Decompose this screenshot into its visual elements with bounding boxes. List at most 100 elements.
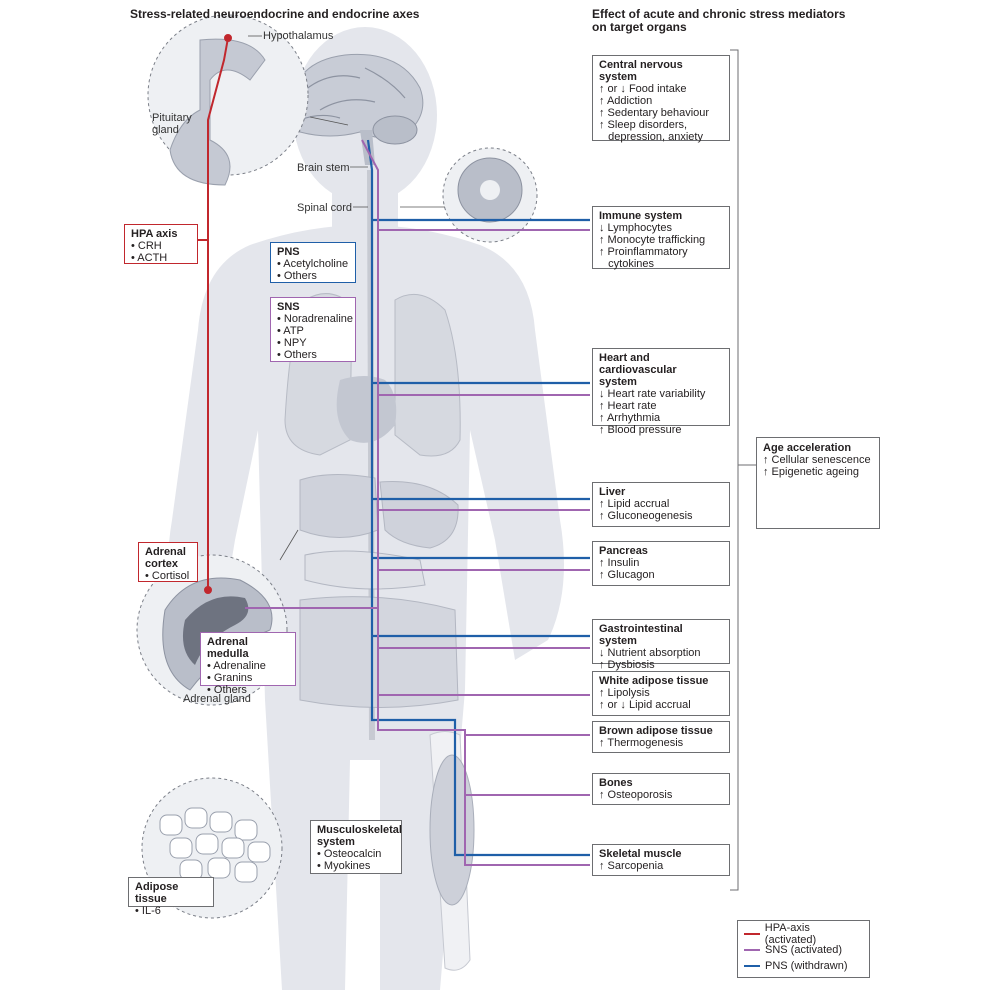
legend-item-sns: SNS (activated) [744,942,863,958]
sns-box: SNS • Noradrenaline • ATP • NPY • Others [270,297,356,362]
hpa-axis-title: HPA axis [131,228,178,240]
heart-title: system [599,376,637,388]
cns-effect: ↑ Addiction [599,95,653,107]
adrenal-cortex-item: • Cortisol [145,570,190,582]
gastrointestinal-box: Gastrointestinal system ↓ Nutrient absor… [592,619,730,671]
legend-swatch-hpa [744,933,760,935]
pns-box: PNS • Acetylcholine • Others [270,242,356,283]
heart-shape [336,376,397,443]
pns-item: • Acetylcholine [277,258,349,270]
hpa-pathway [198,34,232,594]
legend-label-hpa: HPA-axis (activated) [764,922,817,946]
left-panel-heading: Stress-related neuroendocrine and endocr… [130,7,420,21]
sns-pathway [245,139,590,866]
pns-title: PNS [277,246,300,258]
adrenal-cortex-title: Adrenal [145,546,186,558]
liver-title: Liver [599,486,626,498]
pituitary-label-line1: Pituitary [152,112,192,124]
spinal-cord-label: Spinal cord [297,202,353,214]
adrenal-gland-label: Adrenal gland [183,693,251,705]
liver-effect: ↑ Gluconeogenesis [599,510,693,522]
legend-label-sns: SNS (activated) [765,944,843,956]
heart-effect: ↑ Heart rate [599,400,657,412]
pns-item: • Others [277,270,317,282]
adrenal-medulla-item: • Others [207,684,247,696]
immune-box: Immune system ↓ Lymphocytes ↑ Monocyte t… [592,206,730,270]
adrenal-medulla-item: • Granins [207,672,253,684]
hypothalamus-magnifier [147,14,309,186]
pancreas-effect: ↑ Insulin [599,557,640,569]
sns-item: • Noradrenaline [277,313,354,325]
musculoskeletal-item: • Osteocalcin [317,848,382,860]
adrenal-cortex-title: cortex [145,558,179,570]
age-acceleration-effect: ↑ Epigenetic ageing [763,466,860,478]
adipose-tissue-item: • IL-6 [135,905,161,917]
cns-effect: ↑ Sedentary behaviour [599,107,710,119]
cns-effect: ↑ Sleep disorders, [599,119,688,131]
sns-item: • ATP [277,325,304,337]
adipose-tissue-title: Adipose tissue [135,881,179,905]
right-panel-heading-line1: Effect of acute and chronic stress media… [592,7,846,21]
brown-adipose-title: Brown adipose tissue [599,725,713,737]
white-adipose-effect: ↑ or ↓ Lipid accrual [599,699,691,711]
hpa-axis-item: • CRH [131,240,162,252]
hypothalamus-label: Hypothalamus [263,30,334,42]
immune-effect: ↓ Lymphocytes [599,222,672,234]
immune-effect: ↑ Proinflammatory [599,246,688,258]
adrenal-medulla-box: Adrenal medulla • Adrenaline • Granins •… [200,632,296,696]
pancreas-effect: ↑ Glucagon [599,569,655,581]
cns-title: Central nervous system [599,59,683,83]
legend-swatch-sns [744,949,760,951]
skeletal-muscle-effect: ↑ Sarcopenia [599,860,664,872]
liver-box: Liver ↑ Lipid accrual ↑ Gluconeogenesis [592,482,730,527]
brown-adipose-box: Brown adipose tissue ↑ Thermogenesis [592,721,730,753]
immune-effect: cytokines [599,258,655,270]
hpa-axis-box: HPA axis • CRH • ACTH [124,224,198,264]
brown-adipose-effect: ↑ Thermogenesis [599,737,684,749]
cns-effect: ↑ or ↓ Food intake [599,83,687,95]
gastrointestinal-effect: ↓ Nutrient absorption [599,647,701,659]
adrenal-medulla-title: Adrenal medulla [207,636,249,660]
gastrointestinal-effect: ↑ Dysbiosis [599,659,655,671]
immune-effect: ↑ Monocyte trafficking [599,234,706,246]
heart-effect: ↓ Heart rate variability [599,388,706,400]
adrenal-cortex-box: Adrenal cortex • Cortisol [138,542,198,582]
skeletal-muscle-box: Skeletal muscle ↑ Sarcopenia [592,844,730,876]
right-panel-heading-line2: on target organs [592,20,687,34]
pns-pathway [366,139,590,857]
heart-effect: ↑ Arrhythmia [599,412,661,424]
legend-item-hpa: HPA-axis (activated) [744,922,863,946]
heart-title: Heart and cardiovascular [599,352,677,376]
sns-item: • NPY [277,337,307,349]
legend-label-pns: PNS (withdrawn) [765,960,848,972]
age-acceleration-effect: ↑ Cellular senescence [763,454,871,466]
leg-structures [429,731,475,971]
cns-box: Central nervous system ↑ or ↓ Food intak… [592,55,730,143]
musculoskeletal-title: Musculoskeletal [317,824,402,836]
organs-bracket [730,49,756,891]
bones-effect: ↑ Osteoporosis [599,789,673,801]
skeletal-muscle-title: Skeletal muscle [599,848,682,860]
musculoskeletal-box: Musculoskeletal system • Osteocalcin • M… [310,820,402,874]
adrenal-medulla-item: • Adrenaline [207,660,266,672]
bones-box: Bones ↑ Osteoporosis [592,773,730,805]
bones-title: Bones [599,777,633,789]
white-adipose-effect: ↑ Lipolysis [599,687,650,699]
legend-swatch-pns [744,965,760,967]
musculoskeletal-title: system [317,836,355,848]
heart-box: Heart and cardiovascular system ↓ Heart … [592,348,730,436]
age-acceleration-box: Age acceleration ↑ Cellular senescence ↑… [756,437,880,529]
musculoskeletal-item: • Myokines [317,860,371,872]
leader-lines [248,35,445,561]
cns-effect: depression, anxiety [599,131,703,143]
liver-effect: ↑ Lipid accrual [599,498,670,510]
white-adipose-box: White adipose tissue ↑ Lipolysis ↑ or ↓ … [592,671,730,716]
age-acceleration-title: Age acceleration [763,442,852,454]
white-adipose-title: White adipose tissue [599,675,709,687]
legend-item-pns: PNS (withdrawn) [744,958,863,974]
pancreas-title: Pancreas [599,545,648,557]
hpa-axis-item: • ACTH [131,252,168,264]
brain [291,53,424,165]
gastrointestinal-title: Gastrointestinal system [599,623,683,647]
